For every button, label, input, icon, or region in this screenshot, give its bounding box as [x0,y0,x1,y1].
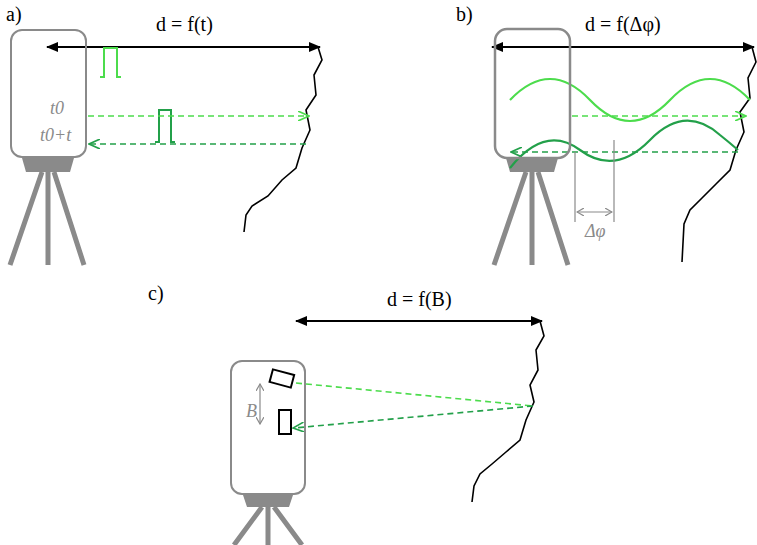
formula: d = f(t) [156,14,213,34]
scanner-body: t0 t0+t [10,29,87,158]
cliff-surface [472,321,544,502]
return-beam [512,151,738,153]
tripod-legs [494,172,568,265]
tripod-plate [243,495,293,507]
outgoing-beam [572,115,745,117]
tripod-legs [10,172,84,265]
returned-pulse [155,110,175,142]
distance-arrow [47,46,320,48]
outgoing-beam [88,115,308,117]
baseline-arrow [259,384,260,424]
distance-arrow [492,46,754,48]
emitted-pulse [100,48,121,77]
phase-tick [574,152,575,222]
return-beam [294,406,533,428]
tripod-plate [22,158,74,172]
tripod-legs [234,507,302,545]
panel-letter: a) [6,4,22,24]
scanner-body [495,29,570,158]
emitted-wave [510,79,750,121]
distance-arrow [296,320,542,322]
panel-letter: c) [148,283,164,303]
phase-tick [613,140,614,222]
returned-wave [510,121,738,168]
outgoing-beam [296,383,533,406]
sensor [279,410,291,434]
formula: d = f(Δφ) [585,14,661,34]
scanner-label: B [246,402,257,420]
scanner-body: B [230,360,306,495]
laser-emitter [270,369,295,387]
formula: d = f(B) [387,289,452,309]
phase-arrow [577,211,612,212]
phase-label: Δφ [585,222,606,240]
return-beam [90,143,306,145]
panel-letter: b) [456,4,473,24]
scanner-label: t0+t [40,126,71,144]
cliff-surface [244,47,322,232]
scanner-label: t0 [50,99,64,117]
